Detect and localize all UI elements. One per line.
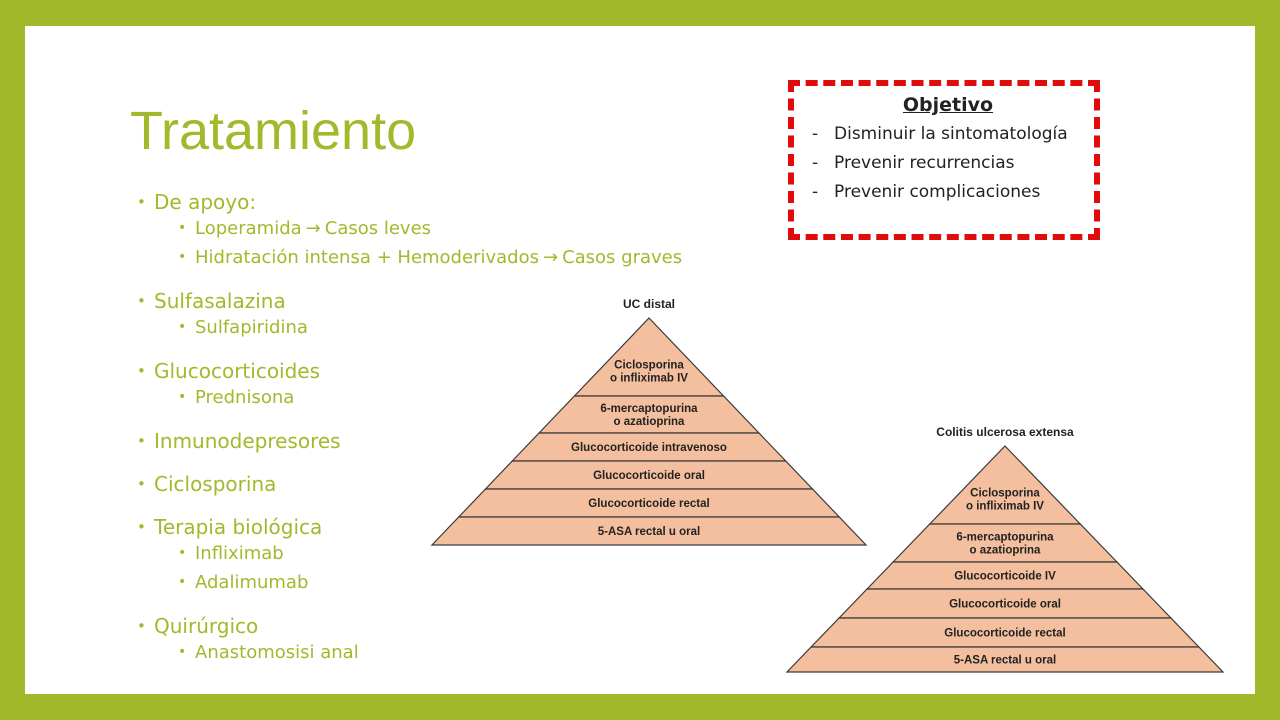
pyramid-level-label: 5-ASA rectal u oral <box>954 655 1056 667</box>
treatment-subitem: Sulfapiridina <box>178 313 777 342</box>
treatment-item: QuirúrgicoAnastomosisi anal <box>137 612 777 667</box>
pyramid-level-label: Glucocorticoide rectal <box>588 498 709 510</box>
treatment-subitem-result: Casos graves <box>562 247 683 268</box>
treatment-sublist: InfliximabAdalimumab <box>154 539 777 597</box>
pyramid-level-label: 6-mercaptopurina <box>600 403 698 415</box>
treatment-subitem-text: Prednisona <box>195 387 295 408</box>
treatment-subitem-text: Hidratación intensa + Hemoderivados <box>195 247 539 268</box>
treatment-item-label: Sulfasalazina <box>154 289 286 313</box>
treatment-subitem-text: Anastomosisi anal <box>195 642 359 663</box>
treatment-subitem: Loperamida→Casos leves <box>178 214 777 243</box>
treatment-subitem: Adalimumab <box>178 568 777 597</box>
treatment-item: Ciclosporina <box>137 470 777 498</box>
pyramid-level-label: o azatioprina <box>970 545 1042 557</box>
treatment-item-label: Inmunodepresores <box>154 429 341 453</box>
pyramid-level-label: Ciclosporina <box>614 360 684 372</box>
pyramid-level-label: 6-mercaptopurina <box>956 532 1054 544</box>
objective-item: Disminuir la sintomatología <box>812 120 1084 149</box>
pyramid-level-label: o azatioprina <box>614 416 686 428</box>
treatment-item-label: Quirúrgico <box>154 614 259 638</box>
pyramid-level-label: Glucocorticoide IV <box>954 571 1056 583</box>
treatment-subitem: Prednisona <box>178 383 777 412</box>
objective-item: Prevenir recurrencias <box>812 149 1084 178</box>
pyramid-level-label: Glucocorticoide intravenoso <box>571 442 727 454</box>
pyramid-level-label: o infliximab IV <box>966 501 1044 513</box>
arrow-right-icon: → <box>542 247 559 268</box>
pyramid-level <box>430 516 868 546</box>
treatment-subitem: Infliximab <box>178 539 777 568</box>
treatment-sublist: Anastomosisi anal <box>154 638 777 667</box>
treatment-item: Terapia biológicaInfliximabAdalimumab <box>137 513 777 597</box>
treatment-sublist: Loperamida→Casos levesHidratación intens… <box>154 214 777 272</box>
pyramid-title: UC distal <box>623 297 675 311</box>
treatment-subitem: Hidratación intensa + Hemoderivados→Caso… <box>178 243 777 272</box>
pyramid-level-label: 5-ASA rectal u oral <box>598 526 700 538</box>
pyramid-level <box>785 646 1225 673</box>
treatment-item: Inmunodepresores <box>137 427 777 455</box>
pyramid-level-label: Ciclosporina <box>970 488 1040 500</box>
treatment-item-label: Ciclosporina <box>154 472 277 496</box>
slide-title: Tratamiento <box>130 101 417 161</box>
pyramid-level-label: o infliximab IV <box>610 373 688 385</box>
objective-box: Objetivo Disminuir la sintomatologíaPrev… <box>788 80 1100 240</box>
treatment-subitem-result: Casos leves <box>324 218 432 239</box>
treatment-item-label: Terapia biológica <box>154 515 323 539</box>
objective-item: Prevenir complicaciones <box>812 178 1084 207</box>
pyramid-level-label: Glucocorticoide oral <box>949 599 1061 611</box>
treatment-item: GlucocorticoidesPrednisona <box>137 357 777 412</box>
pyramid-level-label: Glucocorticoide rectal <box>944 628 1065 640</box>
treatment-item-label: De apoyo: <box>154 190 257 214</box>
treatment-item: De apoyo:Loperamida→Casos levesHidrataci… <box>137 188 777 272</box>
treatment-sublist: Sulfapiridina <box>154 313 777 342</box>
pyramid-level-label: Glucocorticoide oral <box>593 470 705 482</box>
treatment-subitem-text: Sulfapiridina <box>195 317 308 338</box>
objective-list: Disminuir la sintomatologíaPrevenir recu… <box>812 120 1084 207</box>
treatment-item-label: Glucocorticoides <box>154 359 321 383</box>
treatment-sublist: Prednisona <box>154 383 777 412</box>
treatment-subitem-text: Loperamida <box>195 218 302 239</box>
treatment-subitem: Anastomosisi anal <box>178 638 777 667</box>
pyramid-title: Colitis ulcerosa extensa <box>936 425 1074 439</box>
treatment-item: SulfasalazinaSulfapiridina <box>137 287 777 342</box>
treatment-subitem-text: Adalimumab <box>195 572 309 593</box>
treatment-list: De apoyo:Loperamida→Casos levesHidrataci… <box>137 188 777 682</box>
treatment-subitem-text: Infliximab <box>195 543 284 564</box>
objective-title: Objetivo <box>902 94 994 116</box>
arrow-right-icon: → <box>305 218 321 239</box>
